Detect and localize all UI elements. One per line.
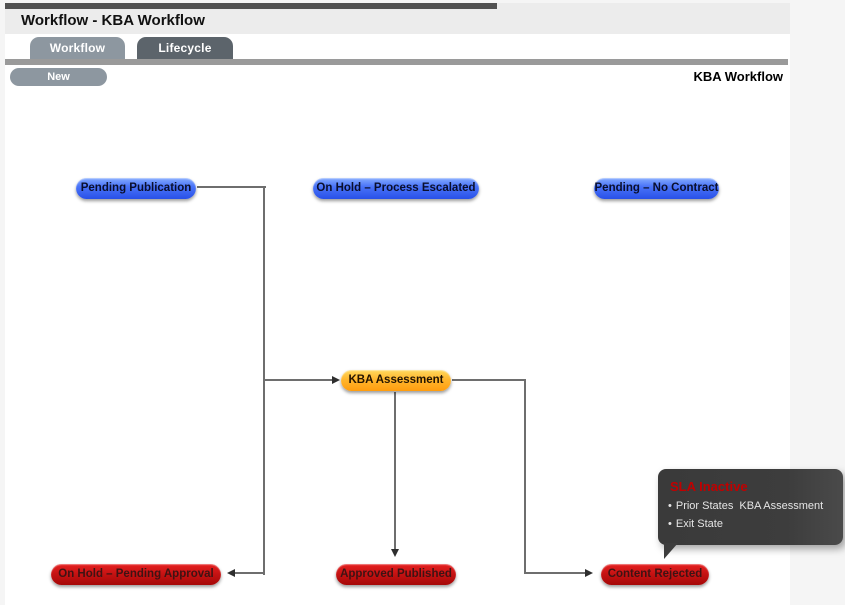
connector-line	[394, 392, 396, 549]
arrowhead-icon	[391, 549, 399, 557]
bullet-icon: •	[668, 500, 672, 512]
connector-line	[235, 572, 265, 574]
new-button[interactable]: New	[10, 68, 107, 86]
tooltip-item: •Exit State	[668, 518, 843, 530]
top-divider-bar	[5, 3, 497, 9]
page-title: Workflow - KBA Workflow	[21, 12, 205, 29]
arrowhead-icon	[227, 569, 235, 577]
state-node-pending-no-contract[interactable]: Pending – No Contract	[594, 178, 719, 199]
state-node-on-hold-process-escalated[interactable]: On Hold – Process Escalated	[313, 178, 479, 199]
state-node-kba-assessment[interactable]: KBA Assessment	[341, 370, 451, 391]
state-node-on-hold-pending-approval[interactable]: On Hold – Pending Approval	[51, 564, 221, 585]
tooltip-item-text: Prior States KBA Assessment	[675, 500, 824, 512]
connector-line	[197, 186, 266, 188]
tooltip-title: SLA Inactive	[670, 479, 748, 494]
arrowhead-icon	[332, 376, 340, 384]
tab-workflow[interactable]: Workflow	[30, 37, 125, 59]
diagram-heading: KBA Workflow	[693, 69, 783, 84]
state-node-content-rejected[interactable]: Content Rejected	[601, 564, 709, 585]
tab-lifecycle[interactable]: Lifecycle	[137, 37, 233, 59]
tooltip-tail-icon	[664, 543, 678, 559]
tooltip-item-text: Exit State	[675, 518, 723, 530]
tab-underbar	[5, 59, 788, 65]
connector-line	[263, 186, 265, 575]
connector-line	[526, 572, 585, 574]
state-node-approved-published[interactable]: Approved Published	[336, 564, 456, 585]
connector-line	[265, 379, 332, 381]
tooltip-item: •Prior States KBA Assessment	[668, 500, 843, 512]
bullet-icon: •	[668, 518, 672, 530]
arrowhead-icon	[585, 569, 593, 577]
state-node-pending-publication[interactable]: Pending Publication	[76, 178, 196, 199]
sla-tooltip: SLA Inactive •Prior States KBA Assessmen…	[658, 469, 843, 545]
connector-line	[452, 379, 526, 381]
connector-line	[524, 379, 526, 574]
